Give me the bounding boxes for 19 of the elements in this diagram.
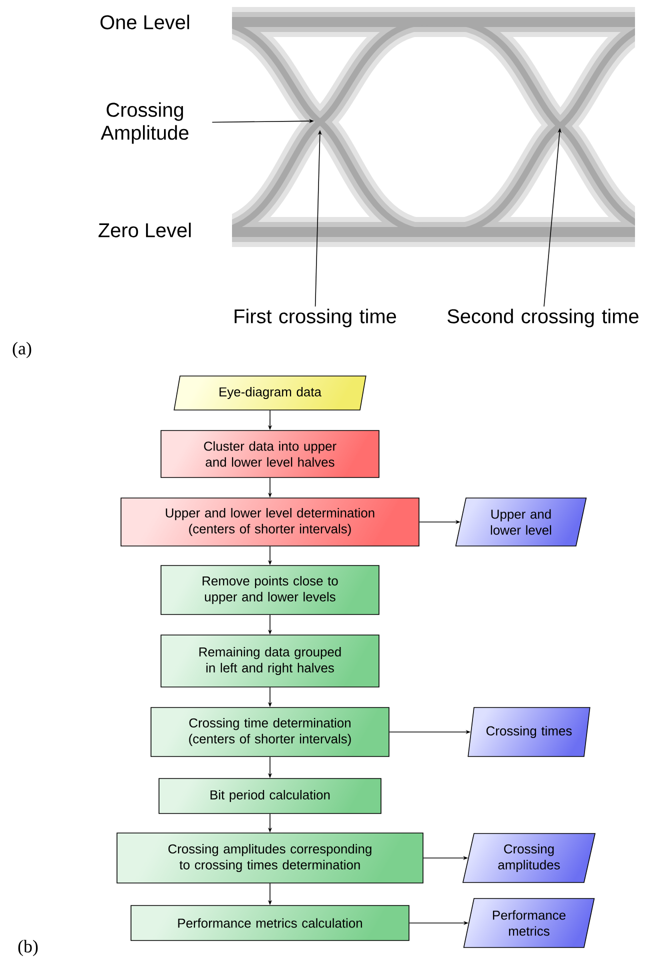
process-box: Remove points close to upper and lower levels	[160, 565, 380, 615]
process-box: Performance metrics calculation	[130, 905, 410, 941]
callout-text: First crossing time	[234, 308, 396, 328]
process-box: Cluster data into upper and lower level halves	[160, 430, 380, 478]
process-box: Bit period calculation	[158, 778, 382, 814]
data-parallelogram: Crossing times	[468, 707, 590, 757]
level-label: Zero Level	[98, 222, 191, 238]
data-parallelogram: Eye-diagram data	[174, 376, 366, 410]
panel-label: (b)	[18, 940, 38, 956]
panel-label: (a)	[12, 342, 32, 358]
level-label: One Level	[100, 14, 190, 30]
process-box: Crossing time determination (centers of shorter intervals)	[150, 707, 390, 757]
process-box: Crossing amplitudes corresponding to crossing times determination	[116, 832, 424, 884]
data-parallelogram: Performance metrics	[463, 898, 595, 948]
process-box: Remaining data grouped in left and right halves	[160, 634, 380, 688]
data-parallelogram: Upper and lower level	[455, 498, 587, 546]
callout-text: Crossing Amplitude	[100, 102, 188, 144]
process-box: Upper and lower level determination (centers of shorter intervals)	[120, 498, 420, 546]
callout-text: Second crossing time	[448, 308, 638, 328]
